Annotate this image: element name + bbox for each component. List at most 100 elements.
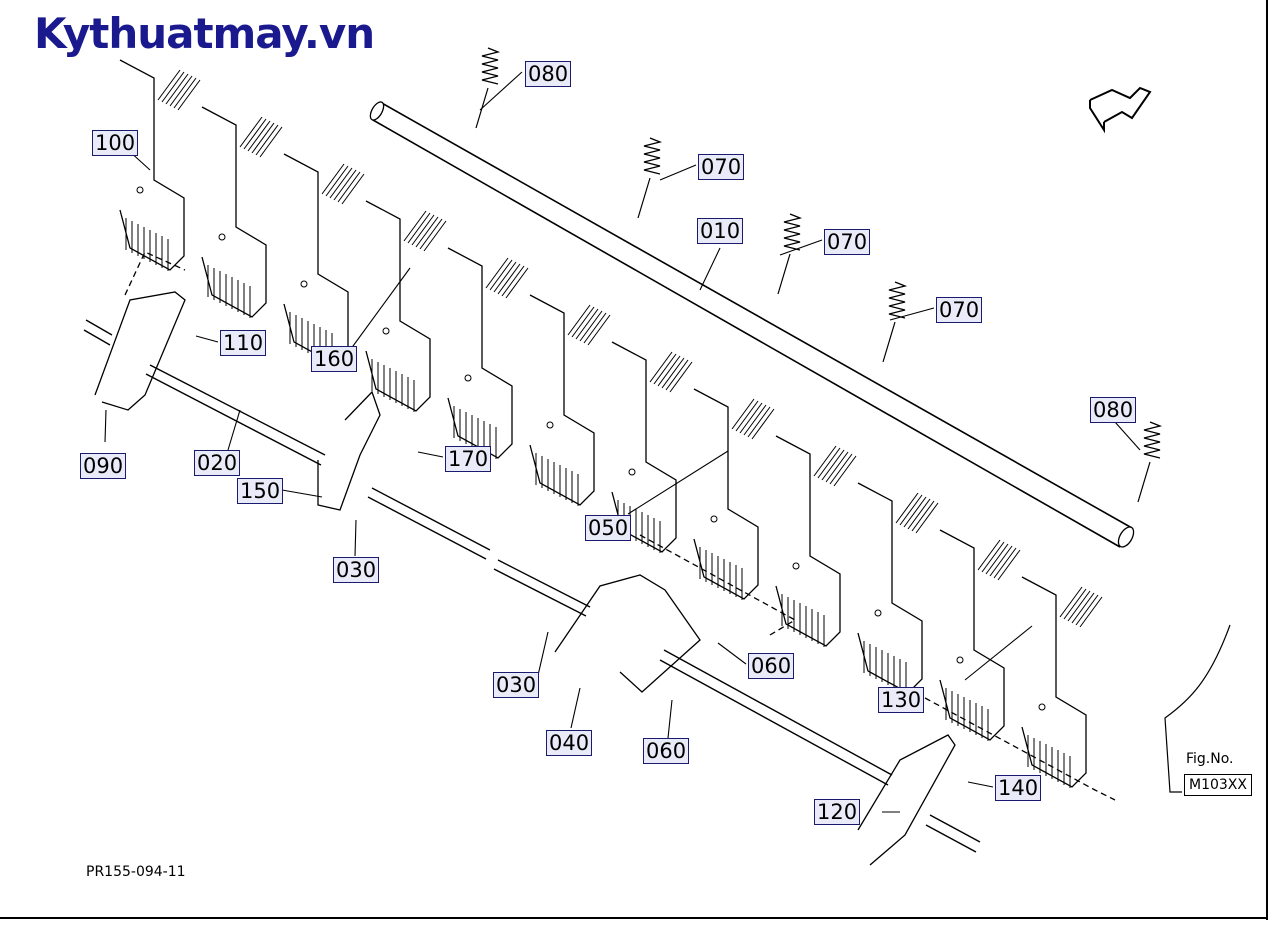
guide-plate-slot	[341, 173, 365, 205]
shaft-010-bottom-edge	[372, 119, 1121, 548]
frame-border-bottom	[0, 917, 1268, 919]
stub-shaft-top	[929, 814, 981, 843]
guide-plate-slot	[911, 500, 935, 532]
guide-plate-slot	[735, 400, 759, 432]
callout-150[interactable]: 150	[237, 478, 284, 504]
guide-plate-hole	[1038, 703, 1046, 711]
drawing-id: PR155-094-11	[86, 864, 186, 880]
callout-110[interactable]: 110	[220, 330, 267, 356]
leader-line	[779, 239, 823, 256]
callout-020[interactable]: 020	[194, 450, 241, 476]
guide-plate-slot	[813, 445, 837, 477]
spring-070-a	[643, 137, 663, 175]
guide-plate-hole	[874, 609, 882, 617]
leader-line	[195, 335, 219, 343]
guide-plate-hole	[792, 562, 800, 570]
guide-plate-slot	[915, 502, 939, 534]
guide-plate-outline	[447, 247, 513, 459]
callout-030-b[interactable]: 030	[493, 672, 540, 698]
guide-plate-slot	[989, 545, 1013, 577]
guide-plate-slot	[337, 171, 361, 203]
spring-070-c-hook	[882, 321, 896, 363]
bracket-120	[857, 734, 956, 866]
shaft-010-end-right	[1117, 526, 1135, 548]
bracket-150	[317, 390, 381, 511]
guide-plate-slot	[1079, 596, 1103, 628]
guide-plate-slot	[661, 357, 685, 389]
shaft-mid-a-bottom	[367, 496, 487, 560]
callout-080-top[interactable]: 080	[525, 61, 572, 87]
callout-070-b[interactable]: 070	[824, 229, 871, 255]
guide-plate-slot	[243, 118, 267, 150]
leader-line	[104, 409, 107, 443]
guide-plate-outline	[775, 435, 841, 647]
guide-plate-slot	[903, 496, 927, 528]
guide-plate-slot	[419, 218, 443, 250]
callout-070-c[interactable]: 070	[936, 297, 983, 323]
callout-010[interactable]: 010	[697, 218, 744, 244]
guide-plate-hole	[956, 656, 964, 664]
guide-plate-slot	[165, 73, 189, 105]
spring-080-right-hook	[1137, 461, 1151, 503]
bracket-center	[554, 574, 701, 693]
shaft-010-top-edge	[379, 101, 1133, 529]
guide-plate-slot	[325, 165, 349, 197]
callout-140[interactable]: 140	[995, 775, 1042, 801]
leader-line	[281, 489, 323, 498]
leader-line	[667, 699, 673, 739]
bracket-090	[94, 291, 186, 411]
callout-060-a[interactable]: 060	[748, 653, 795, 679]
callout-090[interactable]: 090	[80, 453, 127, 479]
guide-plate-outline	[1021, 576, 1087, 788]
figure-ref-curve	[1164, 624, 1231, 793]
guide-plate-slot	[981, 541, 1005, 573]
guide-plate-slot	[821, 449, 845, 481]
guide-plate-slot	[657, 355, 681, 387]
guide-plate-outline	[119, 59, 185, 271]
leader-line	[570, 687, 581, 729]
guide-plate-outline	[693, 388, 759, 600]
guide-plate-slot	[1059, 586, 1083, 618]
callout-170[interactable]: 170	[445, 446, 492, 472]
guide-plate-slot	[833, 455, 857, 487]
stub-pin-top	[85, 319, 113, 336]
callout-100[interactable]: 100	[92, 130, 139, 156]
guide-plate-slot	[649, 351, 673, 383]
guide-plate-slot	[501, 265, 525, 297]
guide-plate-hole	[464, 374, 472, 382]
spring-080-top	[481, 47, 501, 85]
leader-line	[717, 642, 747, 665]
guide-plate-slot	[985, 543, 1009, 575]
callout-070-a[interactable]: 070	[698, 154, 745, 180]
callout-050[interactable]: 050	[585, 515, 632, 541]
guide-plate-slot	[407, 212, 431, 244]
spring-070-b-hook	[777, 253, 791, 295]
callout-120[interactable]: 120	[814, 799, 861, 825]
guide-plate-slot	[571, 306, 595, 338]
guide-plate-slot	[411, 214, 435, 246]
callout-080-right[interactable]: 080	[1090, 397, 1137, 423]
guide-plate-slot	[489, 259, 513, 291]
guide-plate-outline	[365, 200, 431, 412]
callout-160[interactable]: 160	[311, 346, 358, 372]
callout-130[interactable]: 130	[878, 687, 925, 713]
frame-border-right	[1266, 0, 1268, 920]
leader-line	[354, 519, 357, 557]
callout-040[interactable]: 040	[546, 730, 593, 756]
guide-plate-slot	[497, 263, 521, 295]
leader-line	[417, 451, 444, 458]
leader-line	[227, 409, 241, 451]
spring-070-c	[888, 281, 908, 319]
callout-030-a[interactable]: 030	[333, 557, 380, 583]
leader-line	[889, 307, 935, 321]
guide-plate-hole	[546, 421, 554, 429]
figure-number[interactable]: M103XX	[1184, 774, 1252, 796]
callout-060-b[interactable]: 060	[643, 738, 690, 764]
guide-plate-slot	[161, 71, 185, 103]
guide-plate-slot	[575, 308, 599, 340]
spring-080-right	[1143, 421, 1163, 459]
guide-plate-slot	[665, 359, 689, 391]
shaft-mid-a-top	[371, 487, 491, 551]
